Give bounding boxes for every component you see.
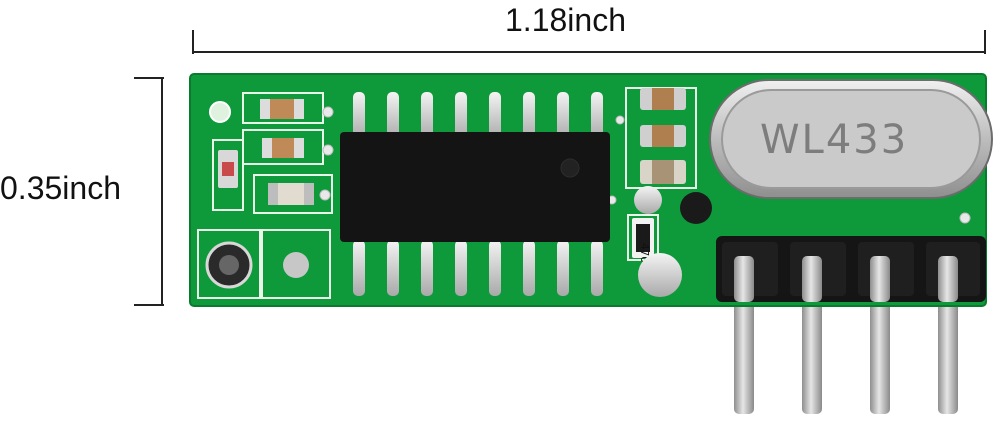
ic-pin1-marker xyxy=(560,158,580,178)
solder-pad xyxy=(638,253,682,297)
ic-chip xyxy=(340,132,610,242)
ic-top-legs xyxy=(353,92,603,140)
pin-header xyxy=(716,236,986,302)
height-dimension-line xyxy=(134,77,164,306)
square-pad xyxy=(283,252,309,278)
crystal-marking: WL433 xyxy=(760,117,908,163)
solder-pad xyxy=(634,186,662,214)
crystal-oscillator: WL433 xyxy=(709,79,993,199)
width-dimension-label: 1.18inch xyxy=(505,2,626,38)
ic-bottom-legs xyxy=(353,240,603,296)
height-dimension-label: 0.35inch xyxy=(0,170,121,206)
width-dimension-line xyxy=(192,30,986,54)
smd-components xyxy=(218,88,686,205)
mounting-hole xyxy=(209,101,231,123)
